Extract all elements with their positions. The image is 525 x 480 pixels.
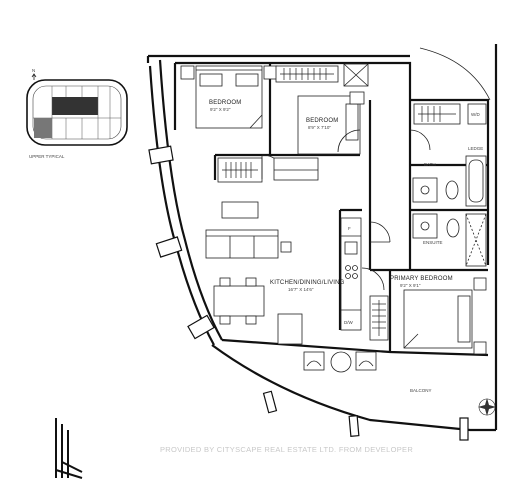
bath-sink (420, 185, 430, 195)
media-console (277, 313, 303, 345)
cooktop (345, 265, 358, 279)
ensuite-door-swing (369, 221, 391, 243)
north-arrow-icon (31, 73, 37, 80)
ensuite-vanity (412, 213, 438, 239)
kitchen-living: F D/W KITCHEN/DINING/LIVING 16'7" X 14'6… (205, 217, 362, 345)
bedroom-2: BEDROOM 8'9" X 7'10" (273, 63, 369, 181)
ensuite-sink (420, 221, 430, 231)
bath: W/D BATH LEDGE (409, 103, 487, 207)
key-plan-highlighted-unit (34, 118, 52, 138)
bedroom-2-closet-bottom (273, 157, 319, 181)
kitchen-counter (340, 217, 362, 331)
bedroom-1-dims: 9'2" X 9'2" (210, 107, 231, 112)
side-table (280, 241, 292, 253)
key-plan-core (52, 97, 98, 115)
bathtub (465, 155, 487, 207)
ensuite-toilet (446, 218, 460, 238)
primary-bedroom: PRIMARY BEDROOM 9'2" X 9'1" (361, 267, 487, 355)
bedroom-1: BEDROOM 9'2" X 9'2" (180, 65, 287, 183)
key-plan: N UPPER TYPICAL (26, 68, 128, 159)
building-logo-icon (55, 418, 83, 479)
wd-label: W/D (471, 112, 480, 117)
primary-door-swing (361, 267, 385, 291)
bedroom-1-name: BEDROOM (209, 100, 241, 106)
compass-rose-icon (478, 398, 496, 416)
primary-dims: 9'2" X 9'1" (400, 283, 421, 288)
nightstand-1a (180, 65, 195, 80)
bath-vanity (412, 177, 438, 203)
facade-columns (148, 145, 469, 441)
bedroom-2-dims: 8'9" X 7'10" (308, 125, 331, 130)
closet-1-hangers (222, 162, 258, 178)
bath-door-swing (409, 129, 431, 151)
ensuite: ENSUITE (369, 213, 487, 267)
interior-walls (173, 63, 488, 352)
sofa (205, 229, 279, 259)
wd-unit (467, 103, 487, 125)
balcony: BALCONY (303, 351, 496, 416)
key-plan-units (33, 86, 121, 139)
primary-name: PRIMARY BEDROOM (390, 276, 453, 282)
nightstand-1b (263, 65, 278, 80)
dining-table (213, 285, 265, 317)
bed-1-pillow-left (199, 73, 223, 87)
bed-2-pillow (345, 103, 359, 141)
closet-2-hangers (280, 68, 334, 80)
bedroom-2-door-swing (337, 129, 361, 153)
balcony-name: BALCONY (410, 388, 432, 393)
watermark: PROVIDED BY CITYSCAPE REAL ESTATE LTD. F… (160, 445, 413, 454)
kitchen-dims: 16'7" X 14'6" (288, 287, 314, 292)
fridge-label: F (348, 226, 351, 231)
nightstand-2 (349, 91, 365, 105)
north-arrow-label: N (32, 68, 35, 73)
bed-1-fold (249, 114, 263, 129)
primary-nightstand-b (473, 341, 487, 355)
balcony-table (330, 351, 352, 373)
bath-toilet (445, 180, 459, 200)
primary-bed-pillow (457, 295, 471, 343)
kitchen-sink (344, 241, 358, 255)
hall-console (221, 201, 259, 219)
ledge-label: LEDGE (468, 146, 483, 151)
kitchen-name: KITCHEN/DINING/LIVING (270, 280, 345, 286)
key-plan-inner (32, 85, 122, 140)
ensuite-name: ENSUITE (423, 240, 443, 245)
primary-nightstand-a (473, 277, 487, 291)
key-plan-outline (26, 79, 128, 146)
bedroom-2-name: BEDROOM (306, 118, 338, 124)
bath-name: BATH (424, 162, 436, 167)
bed-1-pillow-right (235, 73, 259, 87)
key-plan-caption: UPPER TYPICAL (29, 154, 65, 159)
dishwasher-label: D/W (344, 320, 354, 325)
